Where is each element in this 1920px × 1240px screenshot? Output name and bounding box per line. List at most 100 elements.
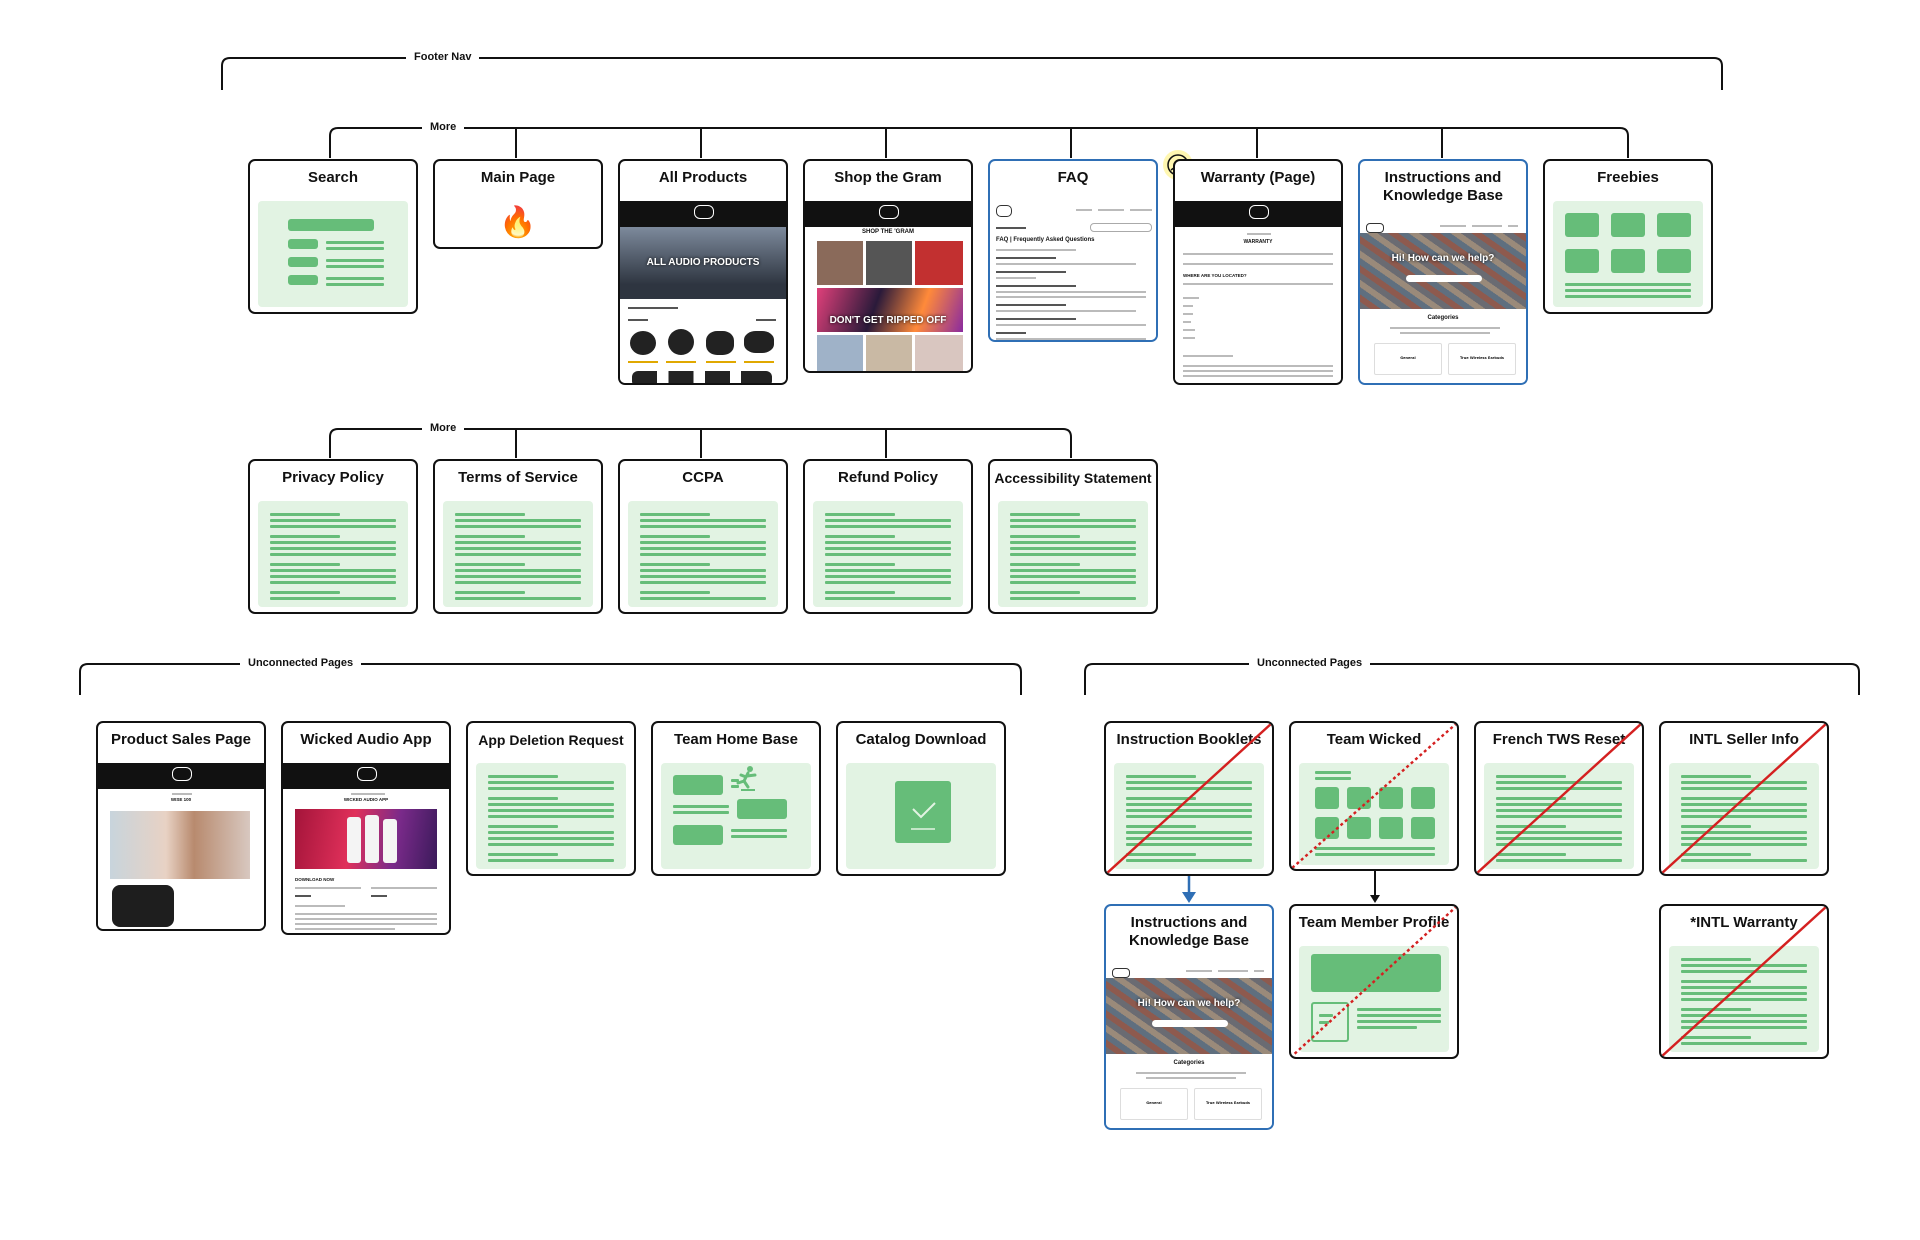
card-instructions-kb-2[interactable]: Instructions and Knowledge Base Hi! How …	[1104, 904, 1274, 1130]
gram-banner-text: DON'T GET RIPPED OFF	[829, 315, 947, 326]
placeholder-text-line	[455, 575, 581, 578]
kb-category-card: General	[1374, 343, 1442, 375]
card-privacy-policy[interactable]: Privacy Policy	[248, 459, 418, 614]
team-member-wireframe	[1299, 946, 1449, 1052]
card-intl-warranty[interactable]: *INTL Warranty	[1659, 904, 1829, 1059]
placeholder-text-line	[270, 535, 340, 538]
placeholder-text-line	[640, 519, 766, 522]
kb-category-card: True Wireless Earbuds	[1194, 1088, 1262, 1120]
placeholder-text-line	[1010, 525, 1136, 528]
gram-tagline: SHOP THE 'GRAM	[862, 229, 914, 235]
placeholder-text-line	[825, 563, 895, 566]
product-sales-screenshot: WISE 100	[98, 763, 264, 929]
placeholder-text-line	[1681, 970, 1807, 973]
card-title: Wicked Audio App	[300, 731, 432, 748]
kb-help-heading: Hi! How can we help?	[1137, 998, 1241, 1009]
kb-search-box	[1406, 275, 1482, 282]
placeholder-text-line	[488, 815, 614, 818]
placeholder-text-line	[1010, 547, 1136, 550]
placeholder-text-line	[1010, 591, 1080, 594]
more-connector-row1	[329, 127, 1629, 158]
group-label-more-2: More	[422, 422, 465, 434]
card-accessibility-statement[interactable]: Accessibility Statement	[988, 459, 1158, 614]
placeholder-text-line	[1681, 815, 1807, 818]
earbud-case-image	[112, 885, 174, 927]
card-shop-the-gram[interactable]: Shop the Gram SHOP THE 'GRAM DON'T GET R…	[803, 159, 973, 373]
warranty-subheading: WHERE ARE YOU LOCATED?	[1183, 273, 1247, 278]
card-title: Refund Policy	[837, 469, 938, 486]
placeholder-text-line	[640, 553, 766, 556]
catalog-wireframe	[846, 763, 996, 869]
search-wireframe	[258, 201, 408, 307]
card-warranty[interactable]: Warranty (Page) WARRANTY WHERE ARE YOU L…	[1173, 159, 1343, 385]
placeholder-text-line	[1126, 787, 1252, 790]
placeholder-text-line	[1496, 859, 1622, 862]
card-catalog-download[interactable]: Catalog Download	[836, 721, 1006, 876]
warranty-heading: WARRANTY	[1243, 239, 1273, 245]
placeholder-text-line	[1681, 986, 1807, 989]
all-products-screenshot: ALL AUDIO PRODUCTS	[620, 201, 786, 383]
placeholder-text-line	[1681, 797, 1751, 800]
card-product-sales-page[interactable]: Product Sales Page WISE 100	[96, 721, 266, 931]
placeholder-text-line	[1681, 1042, 1807, 1045]
placeholder-text-line	[640, 525, 766, 528]
placeholder-text-line	[1126, 815, 1252, 818]
kb-categories: Categories	[1427, 315, 1459, 321]
freebies-wireframe	[1553, 201, 1703, 307]
placeholder-text-line	[270, 591, 340, 594]
card-refund-policy[interactable]: Refund Policy	[803, 459, 973, 614]
placeholder-text-line	[1496, 831, 1622, 834]
placeholder-text-line	[1496, 809, 1622, 812]
card-team-member-profile[interactable]: Team Member Profile	[1289, 904, 1459, 1059]
placeholder-text-line	[825, 525, 951, 528]
placeholder-text-line	[1681, 1014, 1807, 1017]
card-team-home-base[interactable]: Team Home Base	[651, 721, 821, 876]
card-title: App Deletion Request	[478, 732, 624, 748]
card-title: Search	[307, 169, 359, 186]
faq-screenshot: FAQ | Frequently Asked Questions	[990, 201, 1156, 340]
app-name: WICKED AUDIO APP	[343, 797, 389, 802]
placeholder-text-line	[640, 547, 766, 550]
placeholder-text-line	[640, 575, 766, 578]
profile-card-icon	[1311, 1002, 1349, 1042]
faq-heading: FAQ | Frequently Asked Questions	[996, 237, 1095, 243]
hero-image: ALL AUDIO PRODUCTS	[620, 227, 786, 299]
card-search[interactable]: Search	[248, 159, 418, 314]
card-intl-seller-info[interactable]: INTL Seller Info	[1659, 721, 1829, 876]
placeholder-text-line	[1496, 843, 1622, 846]
placeholder-text-line	[488, 781, 614, 784]
card-all-products[interactable]: All Products ALL AUDIO PRODUCTS	[618, 159, 788, 385]
card-wicked-audio-app[interactable]: Wicked Audio App WICKED AUDIO APP DOWNLO…	[281, 721, 451, 935]
text-page-wireframe	[1669, 763, 1819, 869]
kb-screenshot: Hi! How can we help? Categories General …	[1360, 221, 1526, 383]
text-page-wireframe	[813, 501, 963, 607]
card-freebies[interactable]: Freebies	[1543, 159, 1713, 314]
placeholder-text-line	[1126, 843, 1252, 846]
placeholder-text-line	[455, 591, 525, 594]
placeholder-text-line	[1681, 803, 1807, 806]
card-faq[interactable]: FAQ FAQ | Frequently Asked Questions	[988, 159, 1158, 342]
card-french-tws-reset[interactable]: French TWS Reset	[1474, 721, 1644, 876]
placeholder-text-line	[488, 843, 614, 846]
text-page-wireframe	[1484, 763, 1634, 869]
footer-nav-bracket	[221, 57, 1723, 90]
card-app-deletion-request[interactable]: App Deletion Request	[466, 721, 636, 876]
kb-category-card: True Wireless Earbuds	[1448, 343, 1516, 375]
placeholder-text-line	[270, 541, 396, 544]
card-instruction-booklets[interactable]: Instruction Booklets	[1104, 721, 1274, 876]
card-title: Team Member Profile	[1298, 914, 1450, 931]
placeholder-text-line	[640, 581, 766, 584]
placeholder-text-line	[640, 563, 710, 566]
card-main-page[interactable]: Main Page 🔥	[433, 159, 603, 249]
card-terms-of-service[interactable]: Terms of Service	[433, 459, 603, 614]
placeholder-text-line	[488, 825, 558, 828]
placeholder-text-line	[455, 563, 525, 566]
text-page-wireframe	[443, 501, 593, 607]
placeholder-text-line	[640, 591, 710, 594]
hero-text: ALL AUDIO PRODUCTS	[646, 257, 760, 268]
placeholder-text-line	[1010, 597, 1136, 600]
card-team-wicked[interactable]: Team Wicked	[1289, 721, 1459, 871]
card-ccpa[interactable]: CCPA	[618, 459, 788, 614]
card-instructions-kb[interactable]: Instructions and Knowledge Base Hi! How …	[1358, 159, 1528, 385]
card-title: Team Wicked	[1326, 731, 1422, 748]
